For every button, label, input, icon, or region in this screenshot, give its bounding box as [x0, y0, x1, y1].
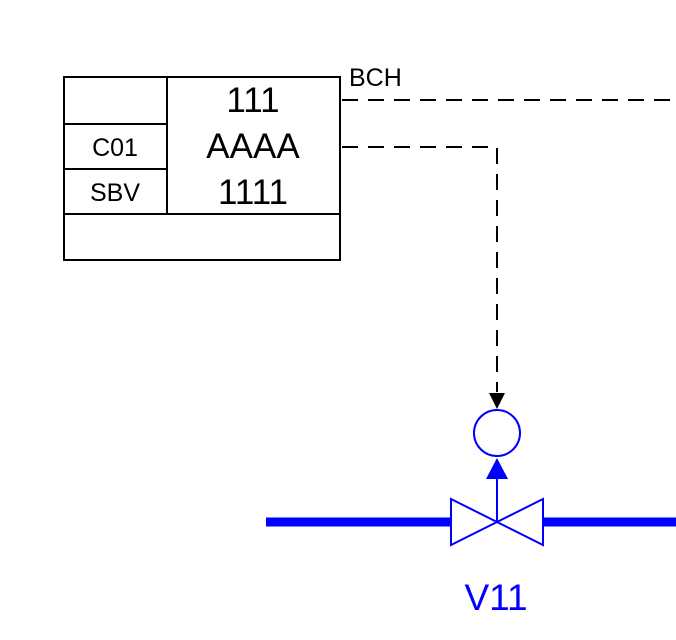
signal-line-to-valve	[342, 147, 497, 392]
valve-tag: V11	[464, 577, 527, 618]
tag-line-1: 111	[226, 81, 279, 120]
signal-label: BCH	[349, 64, 402, 92]
signal-arrow-head	[489, 393, 505, 409]
actuator-arrow-head	[486, 458, 508, 479]
tag-cell-sbv: SBV	[90, 179, 140, 207]
valve-body-right	[497, 499, 543, 545]
valve-body-left	[451, 499, 497, 545]
tag-cell-c01: C01	[92, 134, 138, 162]
tag-line-3: 1111	[218, 173, 288, 212]
tag-line-2: AAAA	[206, 127, 300, 166]
actuator-circle	[474, 410, 520, 456]
tag-block: C01 SBV 111 AAAA 1111	[64, 77, 340, 260]
